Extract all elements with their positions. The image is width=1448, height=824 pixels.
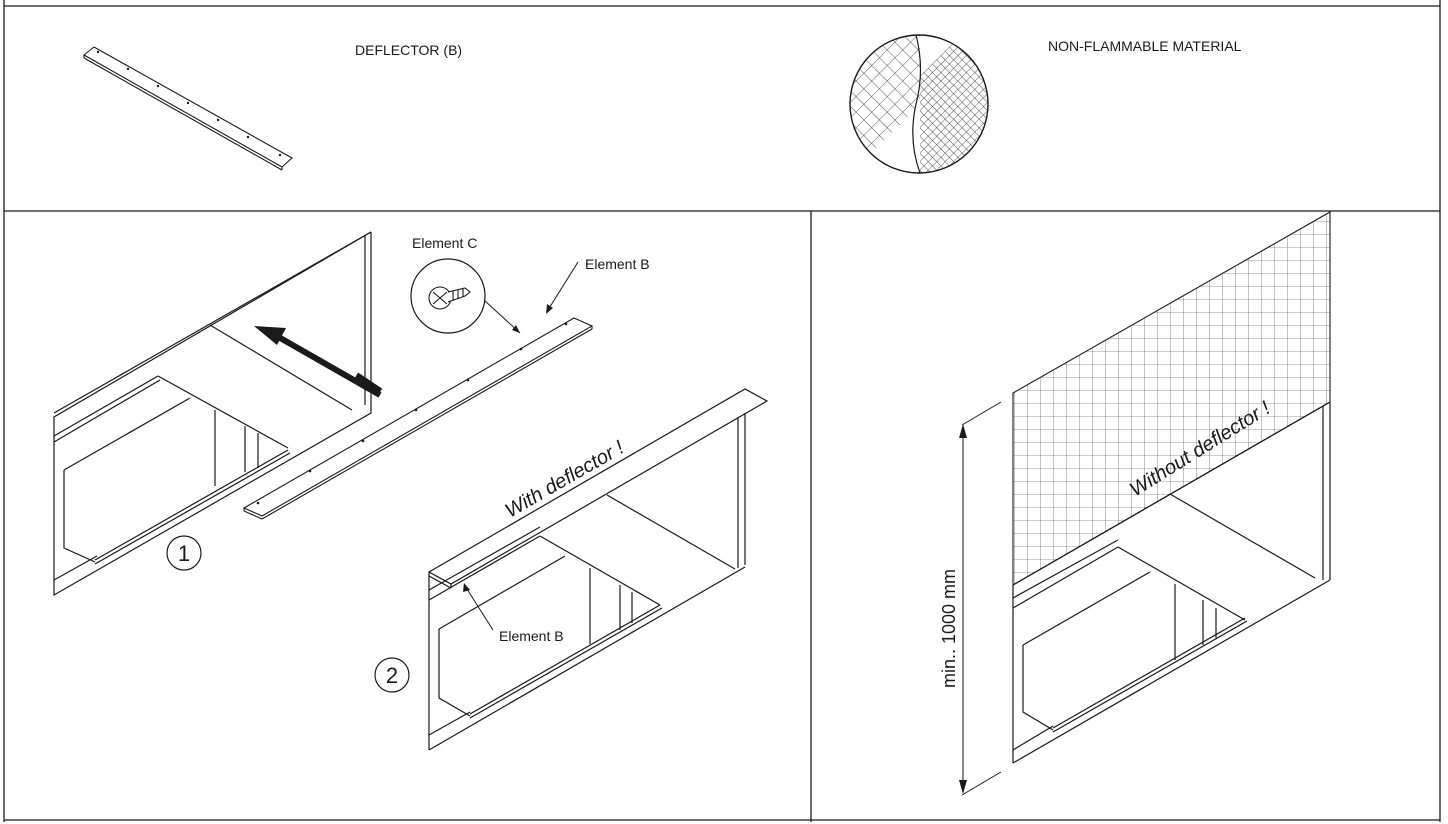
step1-fireplace — [53, 231, 372, 597]
step2-number: 2 — [386, 663, 398, 688]
element-b-leader-step2-arrow — [463, 583, 470, 592]
deflector-label: DEFLECTOR (B) — [355, 42, 462, 58]
element-b-leader-arrow — [546, 304, 553, 314]
deflector-strip-step1 — [242, 317, 594, 520]
dimension-arrow-top — [959, 424, 967, 438]
deflector-screw-holes — [96, 50, 282, 157]
element-b-label-step2: Element B — [499, 628, 564, 644]
step2-number-circle — [374, 657, 410, 693]
element-b-label-step1: Element B — [585, 256, 650, 272]
step2-fireplace — [427, 388, 769, 751]
element-c-label: Element C — [412, 235, 477, 251]
step1-number: 1 — [178, 541, 190, 566]
height-dimension — [961, 401, 1002, 796]
step1-number-circle — [166, 535, 202, 571]
deflector-part-drawing — [83, 46, 293, 171]
material-label: NON-FLAMMABLE MATERIAL — [1048, 38, 1242, 54]
panel-borders — [3, 0, 1441, 822]
element-b-leader-step2 — [464, 585, 494, 631]
strip-screw-holes — [256, 322, 568, 505]
screw-detail — [410, 258, 521, 334]
insert-direction-arrow — [254, 326, 383, 398]
right-fireplace — [959, 211, 1331, 796]
screw-icon — [428, 286, 471, 310]
dimension-arrow-bottom — [959, 780, 967, 794]
non-flammable-material-swatch — [849, 34, 989, 174]
element-b-leader — [547, 261, 579, 311]
dimension-label: min.. 1000 mm — [939, 569, 959, 688]
